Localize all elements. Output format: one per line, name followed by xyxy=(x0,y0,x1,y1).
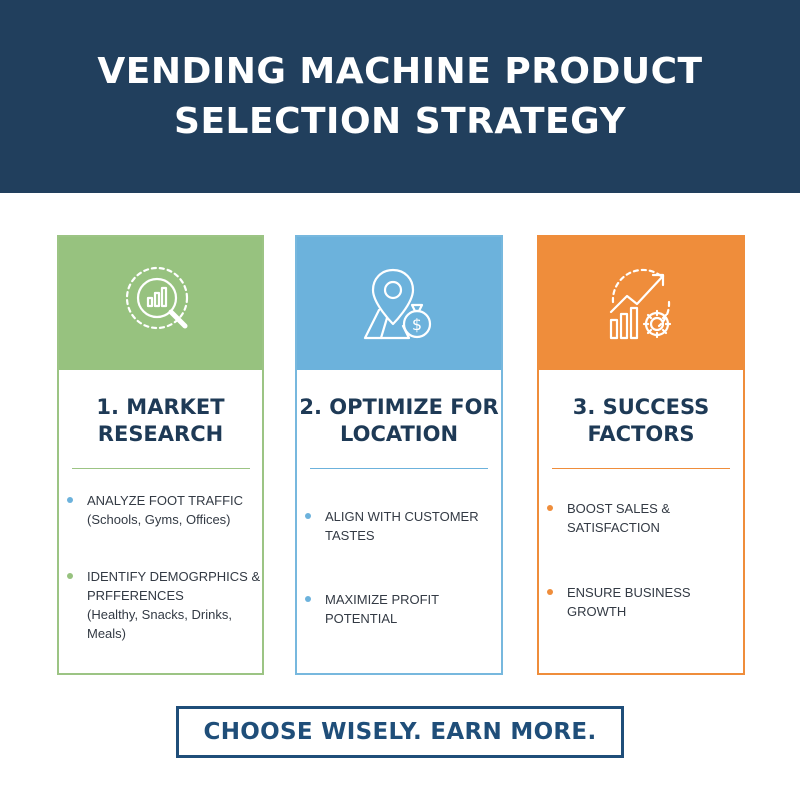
bullet-list: ALIGN WITH CUSTOMER TASTES MAXIMIZE PROF… xyxy=(297,507,501,628)
growth-chart-gear-icon xyxy=(609,268,672,339)
card-title-line-1: 2. OPTIMIZE FOR xyxy=(299,395,499,419)
bullet-dot xyxy=(305,513,311,519)
bullet-dot xyxy=(547,505,553,511)
card-title-line-2: FACTORS xyxy=(587,422,695,446)
bullet-list: BOOST SALES & SATISFACTION ENSURE BUSINE… xyxy=(539,499,743,621)
bullet-dot xyxy=(547,589,553,595)
bullet-subtext: (Schools, Gyms, Offices) xyxy=(87,512,231,527)
title-line-1: VENDING MACHINE PRODUCT xyxy=(97,50,703,92)
page-title: VENDING MACHINE PRODUCT SELECTION STRATE… xyxy=(97,47,702,147)
list-item: ALIGN WITH CUSTOMER TASTES xyxy=(305,507,501,545)
card-success-factors: 3. SUCCESS FACTORS BOOST SALES & SATISFA… xyxy=(537,235,745,675)
card-optimize-location: $ 2. OPTIMIZE FOR LOCATION ALIGN WITH CU… xyxy=(295,235,503,675)
bullet-text: BOOST SALES & SATISFACTION xyxy=(567,501,671,535)
bullet-dot xyxy=(67,573,73,579)
card-title: 2. OPTIMIZE FOR LOCATION xyxy=(297,394,501,448)
list-item: ENSURE BUSINESS GROWTH xyxy=(547,583,743,621)
card-title-line-2: RESEARCH xyxy=(97,422,224,446)
list-item: ANALYZE FOOT TRAFFIC (Schools, Gyms, Off… xyxy=(67,491,262,529)
location-money-icon: $ xyxy=(363,268,432,339)
bullet-text: ENSURE BUSINESS GROWTH xyxy=(567,585,691,619)
list-item: BOOST SALES & SATISFACTION xyxy=(547,499,743,537)
list-item: MAXIMIZE PROFIT POTENTIAL xyxy=(305,590,501,628)
bullet-dot xyxy=(67,497,73,503)
bullet-dot xyxy=(305,596,311,602)
svg-text:$: $ xyxy=(412,315,422,334)
card-title-line-2: LOCATION xyxy=(339,422,459,446)
bullet-text: ALIGN WITH CUSTOMER TASTES xyxy=(325,509,479,543)
divider xyxy=(71,468,250,469)
magnifier-chart-icon xyxy=(125,266,188,329)
card-header-blue: $ xyxy=(297,237,501,370)
list-item: IDENTIFY DEMOGRPHICS & PRFFERENCES (Heal… xyxy=(67,567,262,643)
card-title: 1. MARKET RESEARCH xyxy=(59,394,262,448)
bullet-text: IDENTIFY DEMOGRPHICS & PRFFERENCES xyxy=(87,569,261,603)
cta-text: CHOOSE WISELY. EARN MORE. xyxy=(203,719,597,745)
divider xyxy=(552,468,730,469)
card-title-line-1: 1. MARKET xyxy=(96,395,225,419)
bullet-subtext: (Healthy, Snacks, Drinks, Meals) xyxy=(87,607,232,641)
card-header-green xyxy=(59,237,262,370)
card-title: 3. SUCCESS FACTORS xyxy=(539,394,743,448)
bullet-text: ANALYZE FOOT TRAFFIC xyxy=(87,493,244,508)
card-market-research: 1. MARKET RESEARCH ANALYZE FOOT TRAFFIC … xyxy=(57,235,264,675)
card-title-line-1: 3. SUCCESS xyxy=(572,395,710,419)
cta-banner: CHOOSE WISELY. EARN MORE. xyxy=(176,706,624,758)
divider xyxy=(310,468,488,469)
title-line-2: SELECTION STRATEGY xyxy=(174,100,626,142)
header-banner: VENDING MACHINE PRODUCT SELECTION STRATE… xyxy=(0,0,800,193)
card-header-orange xyxy=(539,237,743,370)
bullet-list: ANALYZE FOOT TRAFFIC (Schools, Gyms, Off… xyxy=(59,491,262,643)
bullet-text: MAXIMIZE PROFIT POTENTIAL xyxy=(325,592,439,626)
